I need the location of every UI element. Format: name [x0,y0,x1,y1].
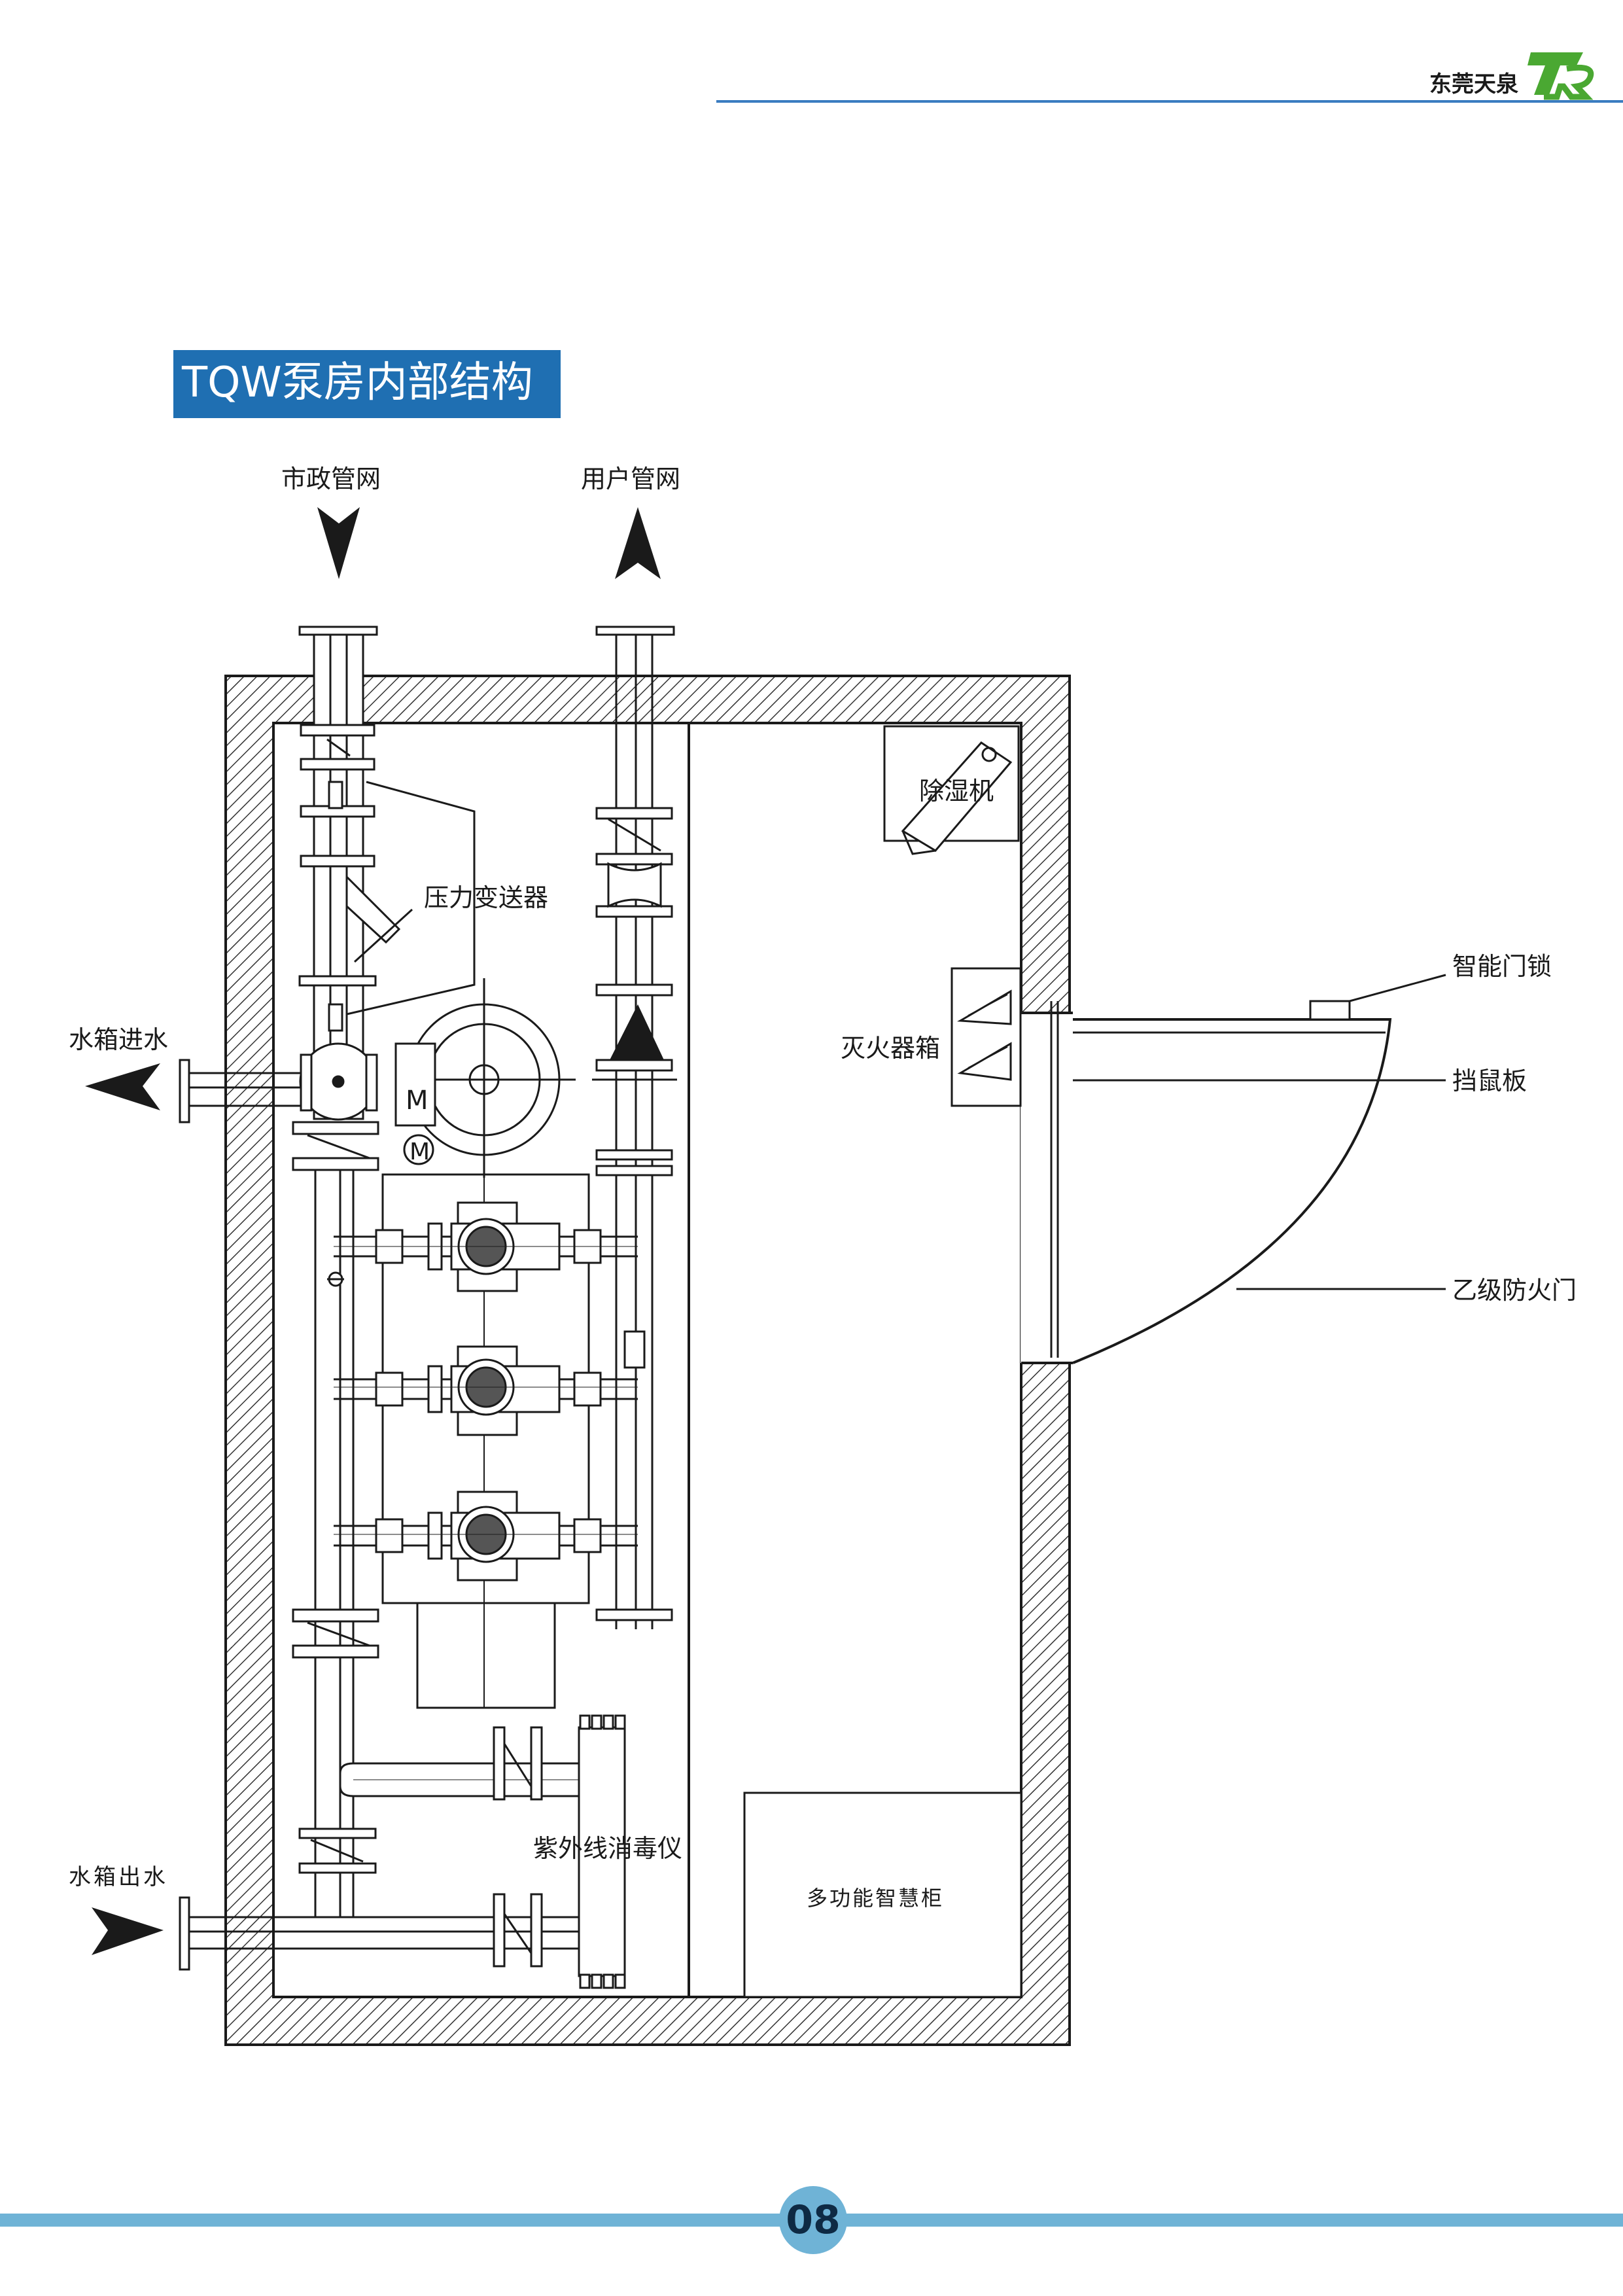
tank-outlet-arrow-icon [92,1907,164,1955]
label-tank-outlet: 水箱出水 [69,1864,168,1890]
leader-smart-lock [1349,974,1446,1002]
label-municipal-pipe: 市政管网 [281,465,381,493]
extinguisher-box [951,967,1022,1107]
label-uv-sterilizer: 紫外线消毒仪 [533,1834,682,1863]
check-valve-arrow-icon [610,1004,664,1060]
label-pressure-transmitter: 压力变送器 [424,883,548,912]
tank-outlet-pipe [179,1726,579,1971]
label-extinguisher-box: 灭火器箱 [841,1034,940,1063]
control-box [416,1602,556,1709]
municipal-inflow-arrow-icon [317,507,360,579]
tank-inlet-pipe [179,978,576,1178]
page-number: 08 [786,2197,841,2243]
motor-label-1: M [406,1086,428,1116]
label-dehumidifier: 除湿机 [919,777,994,805]
footer-bar-left [0,2214,782,2227]
user-supply-pipe [592,626,677,1629]
smart-cabinet [743,1792,1022,1998]
label-rat-guard: 挡鼠板 [1452,1067,1527,1095]
motor-icon [403,1134,434,1165]
footer-bar-right [844,2214,1623,2227]
municipal-supply-pipe [298,626,413,1120]
motor-label-2: M [410,1139,430,1165]
smart-lock-icon [1309,1000,1351,1021]
tank-inlet-arrow-icon [85,1063,160,1110]
leader-pressure-transmitter [346,781,476,1016]
title-banner [173,350,561,418]
label-user-pipe: 用户管网 [581,465,680,493]
pump-1 [334,1201,638,1292]
suction-header [292,1121,379,1917]
fire-door [1050,1000,1392,1364]
brand-name: 东莞天泉 [1429,71,1518,97]
pump-3 [334,1491,638,1581]
dehumidifier [883,725,1020,855]
label-tank-inlet: 水箱进水 [69,1025,168,1054]
label-smart-cabinet: 多功能智慧柜 [807,1886,944,1911]
brand-logo [1527,52,1594,100]
user-outflow-arrow-icon [615,507,661,579]
pump-2 [334,1345,638,1436]
label-smart-lock: 智能门锁 [1452,952,1552,981]
label-fire-door: 乙级防火门 [1452,1276,1577,1305]
page-number-badge [779,2186,847,2254]
page-title: TQW泵房内部结构 [181,359,533,407]
uv-sterilizer [578,1714,626,1989]
